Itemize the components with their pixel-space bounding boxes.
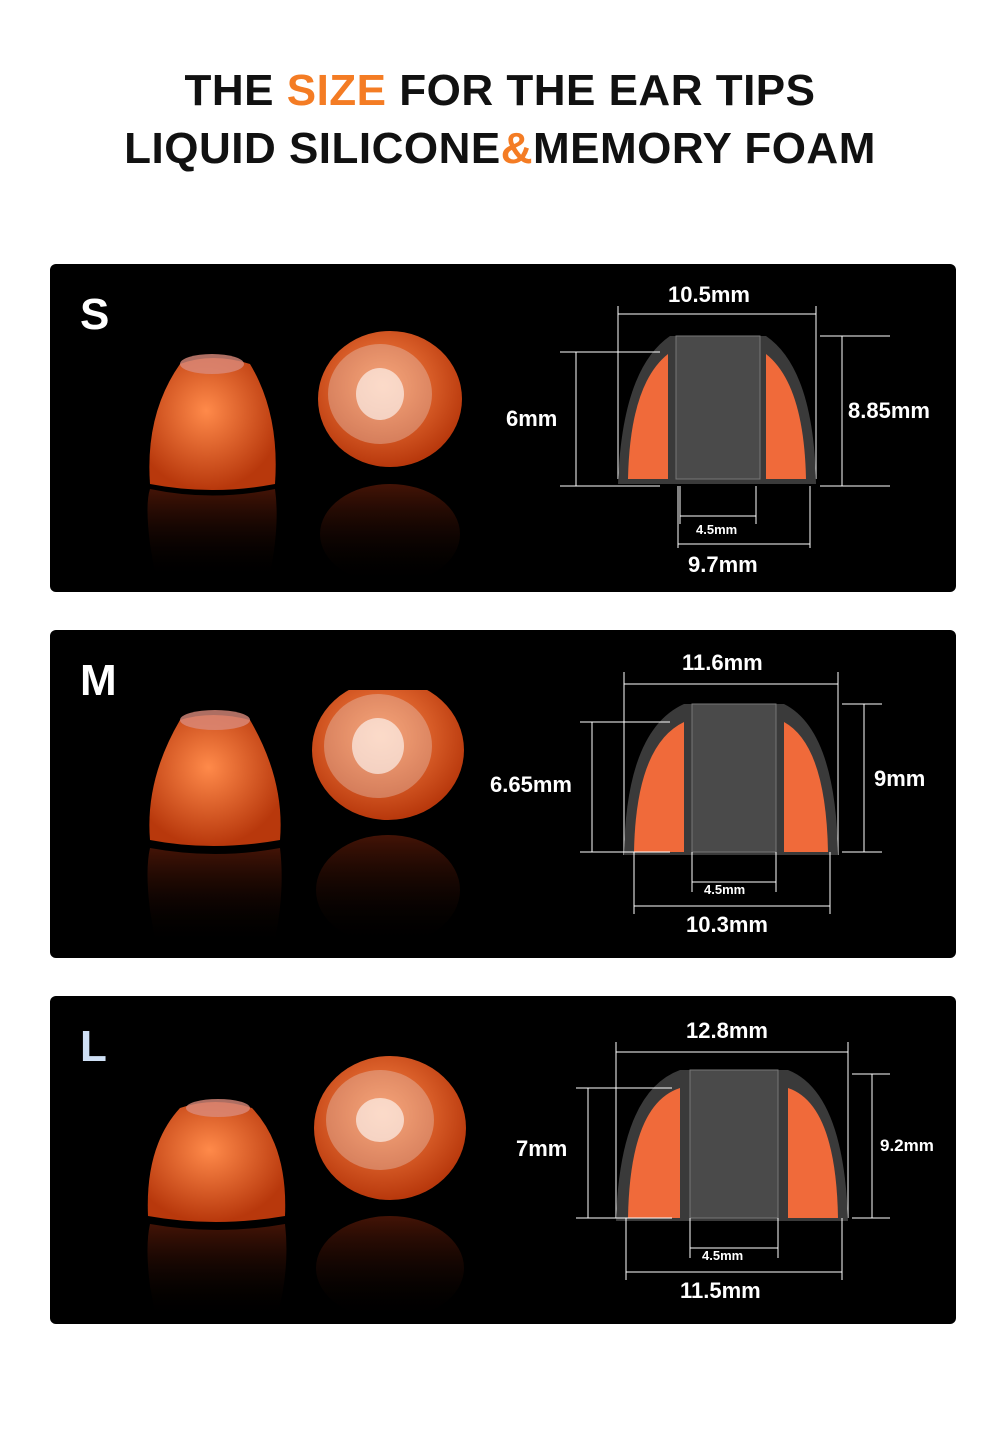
heading-accent-size: SIZE — [286, 66, 387, 115]
ear-tip-photo — [147, 1056, 466, 1320]
inner-height-label: 6.65mm — [490, 772, 572, 797]
size-panel-l: L 12.8mm 7mm 9.2mm 4.5mm — [50, 996, 956, 1324]
size-letter: M — [80, 656, 117, 705]
heading-text: FOR THE EAR TIPS — [386, 66, 816, 115]
outer-height-label: 8.85mm — [848, 398, 930, 423]
ear-tip-photo — [147, 331, 462, 584]
base-width-label: 9.7mm — [688, 552, 758, 577]
top-width-label: 12.8mm — [686, 1018, 768, 1043]
base-width-label: 11.5mm — [680, 1278, 761, 1303]
bore-label: 4.5mm — [696, 522, 738, 537]
size-panel-m: M 11.6mm 6.65mm 9mm 4.5mm — [50, 630, 956, 958]
bore-label: 4.5mm — [704, 882, 746, 897]
bore-label: 4.5mm — [702, 1248, 744, 1263]
inner-height-label: 6mm — [506, 406, 558, 431]
heading-accent-ampersand: & — [500, 124, 534, 173]
heading-text: LIQUID SILICONE — [124, 124, 501, 173]
page-heading: THE SIZE FOR THE EAR TIPS LIQUID SILICON… — [0, 62, 1000, 178]
heading-line-2: LIQUID SILICONE&MEMORY FOAM — [0, 120, 1000, 178]
top-width-label: 11.6mm — [682, 650, 763, 675]
size-panel-s: S 10.5mm 6mm 8.85mm 4.5mm — [50, 264, 956, 592]
heading-line-1: THE SIZE FOR THE EAR TIPS — [0, 62, 1000, 120]
size-letter: L — [80, 1022, 107, 1071]
ear-tip-photo — [147, 690, 464, 946]
size-letter: S — [80, 290, 110, 339]
heading-text: THE — [184, 66, 287, 115]
top-width-label: 10.5mm — [668, 282, 750, 307]
outer-height-label: 9mm — [874, 766, 926, 791]
heading-text: MEMORY FOAM — [533, 124, 876, 173]
base-width-label: 10.3mm — [686, 912, 768, 937]
inner-height-label: 7mm — [516, 1136, 568, 1161]
outer-height-label: 9.2mm — [880, 1136, 934, 1155]
